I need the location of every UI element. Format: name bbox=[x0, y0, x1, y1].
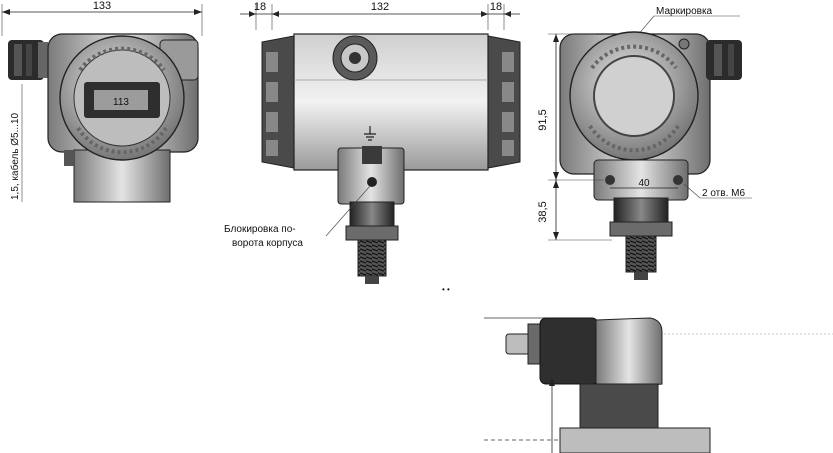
ring-lettering-top-right bbox=[590, 44, 678, 70]
dim-40-label: 40 bbox=[638, 178, 650, 189]
ring-lettering-top-left bbox=[78, 46, 166, 72]
dim-18-left-label: 18 bbox=[254, 1, 266, 13]
ring-lettering-bottom-right bbox=[588, 124, 680, 153]
cover-glass-right bbox=[593, 55, 675, 137]
cable-gland-right bbox=[706, 40, 742, 80]
cable-label: 1,5, кабель Ø5...10 bbox=[9, 112, 21, 200]
cable-gland-left bbox=[8, 40, 48, 80]
dim-38-5-label: 38,5 bbox=[537, 201, 549, 222]
rotation-lock-label-1: Блокировка по- bbox=[224, 224, 296, 235]
cover-lock-screw bbox=[678, 38, 690, 50]
port-tip-right bbox=[634, 272, 648, 280]
display-text: 113 bbox=[113, 97, 129, 108]
housing-body-side bbox=[293, 33, 489, 171]
stray-mark: • • bbox=[442, 285, 450, 294]
adapter-right bbox=[613, 197, 669, 225]
top-button-core bbox=[349, 52, 361, 64]
flange-left-side bbox=[261, 35, 295, 169]
connector-base bbox=[579, 383, 659, 431]
lock-leader bbox=[325, 185, 371, 237]
adapter-middle bbox=[349, 201, 395, 229]
detail-axis-arrow bbox=[549, 378, 555, 386]
connector-detail-view bbox=[484, 317, 833, 453]
dim-18-right-label: 18 bbox=[490, 1, 502, 13]
port-tip-middle bbox=[365, 276, 379, 284]
lock-screw bbox=[367, 177, 377, 187]
dim-132-label: 132 bbox=[371, 1, 389, 13]
mount-hole-left bbox=[605, 175, 615, 185]
ground-symbol-icon bbox=[364, 126, 376, 141]
dim-133-label: 133 bbox=[93, 0, 111, 12]
connector-body bbox=[539, 317, 599, 385]
holes-leader bbox=[683, 183, 701, 199]
left-view: 133 113 1,5, кабель Ø5...10 bbox=[1, 0, 203, 203]
flange-right-side bbox=[487, 35, 521, 169]
holes-label: 2 отв. М6 bbox=[702, 188, 745, 199]
ground-screw-left bbox=[64, 150, 74, 166]
lock-screw-top bbox=[362, 146, 382, 164]
rotation-lock-label-2: ворота корпуса bbox=[232, 238, 303, 249]
connector-housing bbox=[595, 317, 663, 391]
hex-nut-middle bbox=[345, 225, 399, 241]
ring-lettering-bottom-left bbox=[76, 126, 168, 155]
middle-view: 18 132 18 bbox=[224, 1, 521, 294]
marking-label: Маркировка bbox=[656, 6, 713, 17]
right-view: Маркировка 40 2 отв. М6 bbox=[537, 6, 752, 280]
thread-middle bbox=[357, 239, 387, 277]
display-lcd-left bbox=[94, 90, 148, 110]
mount-hole-right bbox=[673, 175, 683, 185]
dim-91-5-label: 91,5 bbox=[537, 109, 549, 130]
connector-pin bbox=[505, 333, 531, 355]
hex-nut-right bbox=[609, 221, 673, 237]
thread-right bbox=[625, 235, 657, 273]
mount-flange bbox=[559, 427, 711, 453]
